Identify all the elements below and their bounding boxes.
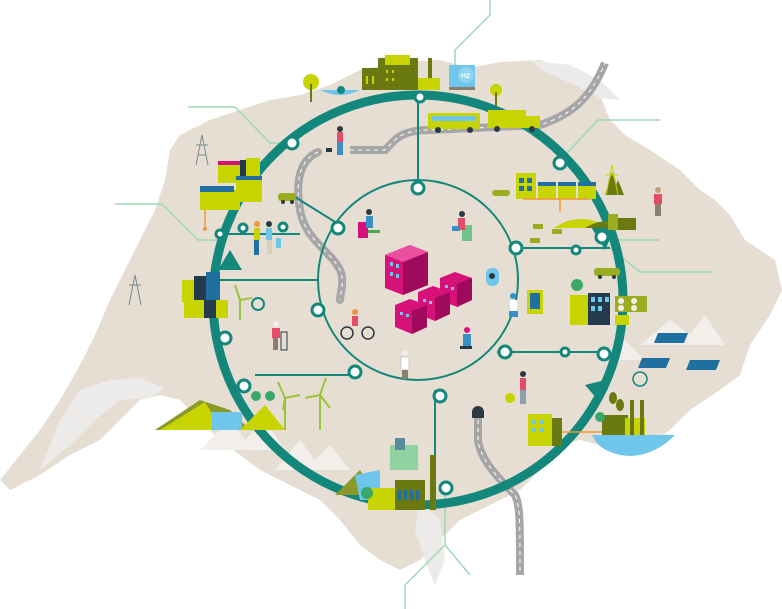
building-icon bbox=[390, 438, 418, 470]
farmer-icon bbox=[654, 187, 662, 216]
farm-biogas-zone bbox=[530, 214, 636, 243]
city-block-icon bbox=[182, 272, 228, 318]
bus-icon bbox=[428, 113, 480, 133]
smart-building-zone bbox=[527, 279, 647, 325]
truck-icon bbox=[488, 110, 540, 132]
person-window-icon bbox=[486, 268, 499, 286]
car-icon bbox=[492, 190, 510, 196]
wind-turbine-icon bbox=[234, 284, 331, 430]
bottom-industry-zone bbox=[335, 438, 436, 510]
solar-houses-zone bbox=[516, 164, 624, 212]
power-pylons bbox=[128, 134, 209, 306]
network-nodes bbox=[214, 90, 612, 496]
hydropower-wind-zone bbox=[155, 284, 331, 430]
doctor-icon bbox=[400, 350, 410, 379]
elderly-person-icon bbox=[272, 321, 288, 351]
building-icon bbox=[527, 290, 543, 314]
tree-icon bbox=[303, 74, 319, 102]
car-icon bbox=[594, 268, 620, 279]
district-heating-zone bbox=[528, 392, 675, 456]
car-icon bbox=[278, 193, 296, 204]
plant-icon bbox=[609, 392, 624, 411]
people bbox=[254, 126, 662, 404]
person-stroller-icon bbox=[505, 371, 526, 404]
tree-icon bbox=[605, 172, 624, 195]
tree-icon bbox=[490, 84, 502, 106]
transport-zone bbox=[278, 110, 620, 279]
power-pylon-icon bbox=[605, 164, 619, 196]
hydrogen-tank-icon: H2 bbox=[449, 65, 475, 90]
solar-panels bbox=[632, 333, 720, 387]
hydro-turbine-icon bbox=[320, 86, 360, 95]
person-sitting-icon bbox=[460, 327, 472, 349]
city-center-buildings bbox=[385, 245, 472, 334]
person-dog-walker-icon bbox=[326, 126, 343, 155]
office-building-icon bbox=[395, 299, 427, 334]
office-building-icon bbox=[385, 245, 428, 295]
jogger-icon bbox=[509, 293, 518, 317]
hydrogen-label: H2 bbox=[461, 73, 470, 80]
cow-icon bbox=[530, 224, 562, 243]
cyclist-icon bbox=[340, 309, 375, 340]
residential-zone bbox=[182, 158, 262, 318]
building-icon bbox=[528, 414, 562, 446]
family-icon bbox=[254, 221, 281, 255]
industry-hydrogen-zone: H2 bbox=[303, 55, 502, 106]
person-reading-icon bbox=[358, 209, 380, 238]
person-laptop-icon bbox=[452, 211, 472, 241]
factory-icon bbox=[362, 55, 440, 90]
